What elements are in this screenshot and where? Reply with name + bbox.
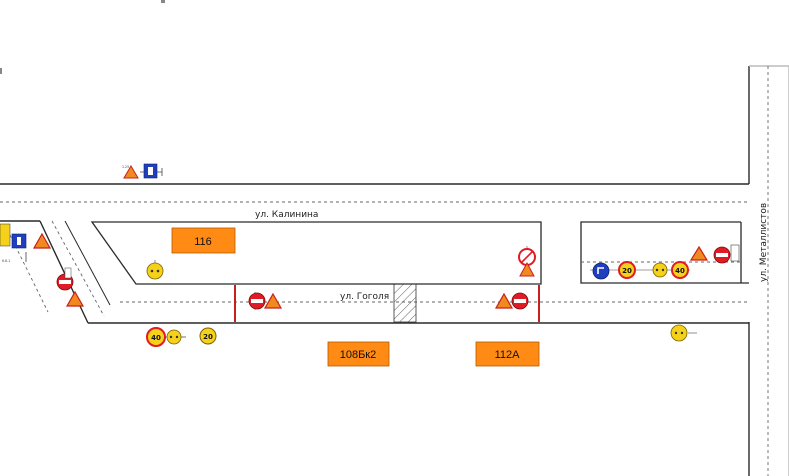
street-label-metallistov: ул. Металлистов [759,203,769,282]
roadworks-warning-icon-left [32,232,52,249]
sign-group-work-end [494,292,529,310]
speed-20-sign-icon [199,327,217,345]
svg-text:1.25: 1.25 [122,165,129,169]
building-108bk2-label: 108Бк2 [340,349,377,361]
sign-group-right-block: 20 40 [590,244,740,280]
work-zone-markers [234,285,540,322]
roadworks-warning-icon-4 [519,261,535,277]
left-marker [0,68,2,74]
yellow-temp-sign-icon-2 [166,329,182,345]
blue-direction-sign-icon [592,262,610,280]
top-marker [161,0,165,3]
sign-group-work-start [248,292,283,310]
yellow-temp-sign-icon-4 [670,324,688,342]
roadworks-warning-icon-3 [494,292,514,309]
speed-limit-40-right-label: 40 [675,267,685,275]
diagonal-road-left-curb [39,220,89,324]
axis-lines [0,66,769,476]
building-116-label: 116 [194,236,212,248]
diagonal-axis [51,220,105,317]
street-label-gogolya: ул. Гоголя [340,292,389,302]
excavation-area [393,283,417,323]
info-plate-icon [730,244,740,262]
building-116: 116 [171,227,236,254]
svg-text:6.8.1: 6.8.1 [2,259,10,263]
sign-group-center-right [518,246,536,277]
speed-limit-40-sign-icon [146,327,166,347]
roadworks-warning-icon-5 [689,245,709,261]
yellow-temp-sign-icon [146,262,164,280]
right-block-island [580,221,749,284]
road-edges [0,65,789,476]
speed-limit-20-sign-icon [618,261,636,279]
diagonal-road-inner [64,220,111,306]
yellow-plate-icon [0,223,11,247]
speed-limit-20-right-label: 20 [622,267,632,275]
speed-limit-40-right-icon [671,261,689,279]
blue-info-sign-symbol [148,167,153,175]
building-112a-label: 112А [495,349,521,361]
street-label-kalinina: ул. Калинина [255,210,318,220]
roadworks-warning-icon-2 [263,292,283,309]
sign-group-left: 6.8.1 [0,223,52,263]
speed-20-label: 20 [203,333,213,341]
building-108bk2: 108Бк2 [327,341,390,367]
sign-group-top-left: 1.25 [122,163,163,179]
sign-far-right [670,324,697,342]
yellow-temp-sign-icon-3 [652,262,668,278]
sign-group-diagonal [56,267,85,307]
speed-limit-40-label: 40 [151,334,161,342]
building-112a: 112А [475,341,540,367]
sign-island-yellow [146,260,164,280]
roadworks-warning-icon [123,165,139,179]
sign-group-bottom-left: 40 20 [146,327,217,347]
roadworks-warning-icon-diagonal [65,290,85,307]
